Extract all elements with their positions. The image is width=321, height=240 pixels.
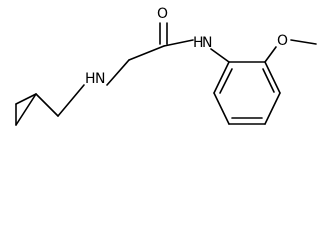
benzene-ring bbox=[213, 61, 281, 125]
bond-ring-inner-c6-c1 bbox=[219, 68, 233, 94]
side-chain bbox=[35, 22, 230, 117]
bond-ring-methoxy-o bbox=[264, 46, 277, 63]
bond-methoxy-o-ch3 bbox=[290, 39, 317, 45]
molecule-structure: O N H H N O bbox=[15, 6, 317, 126]
methoxy-oxygen-label: O bbox=[277, 33, 288, 49]
bond-ring-c2-c3 bbox=[264, 61, 281, 94]
bond-ring-inner-c2-c3 bbox=[262, 68, 275, 93]
amine-hydrogen-label: H bbox=[85, 71, 96, 87]
amide-hydrogen-label: H bbox=[193, 35, 204, 51]
bond-ch2-carbonyl bbox=[128, 45, 165, 61]
bond-ring-c6-c1 bbox=[213, 61, 230, 94]
bond-ring-ch2 bbox=[35, 93, 59, 117]
bond-ch2-amine bbox=[57, 84, 85, 117]
amide-nitrogen-label: N bbox=[202, 35, 212, 51]
cyclopropyl-ring bbox=[15, 93, 37, 126]
bond-carbonyl-amide bbox=[163, 39, 194, 47]
methoxy-group bbox=[264, 39, 317, 63]
bond-ring-bottom-right bbox=[15, 93, 37, 126]
carbonyl-oxygen-label: O bbox=[157, 6, 168, 22]
bond-ring-top-left bbox=[15, 93, 37, 105]
bond-ring-c5-c6 bbox=[213, 92, 230, 125]
bond-amide-ring bbox=[210, 48, 230, 63]
bond-ring-c3-c4 bbox=[264, 92, 281, 125]
amine-nitrogen-label: N bbox=[95, 71, 105, 87]
bond-amine-ch2 bbox=[106, 59, 130, 86]
